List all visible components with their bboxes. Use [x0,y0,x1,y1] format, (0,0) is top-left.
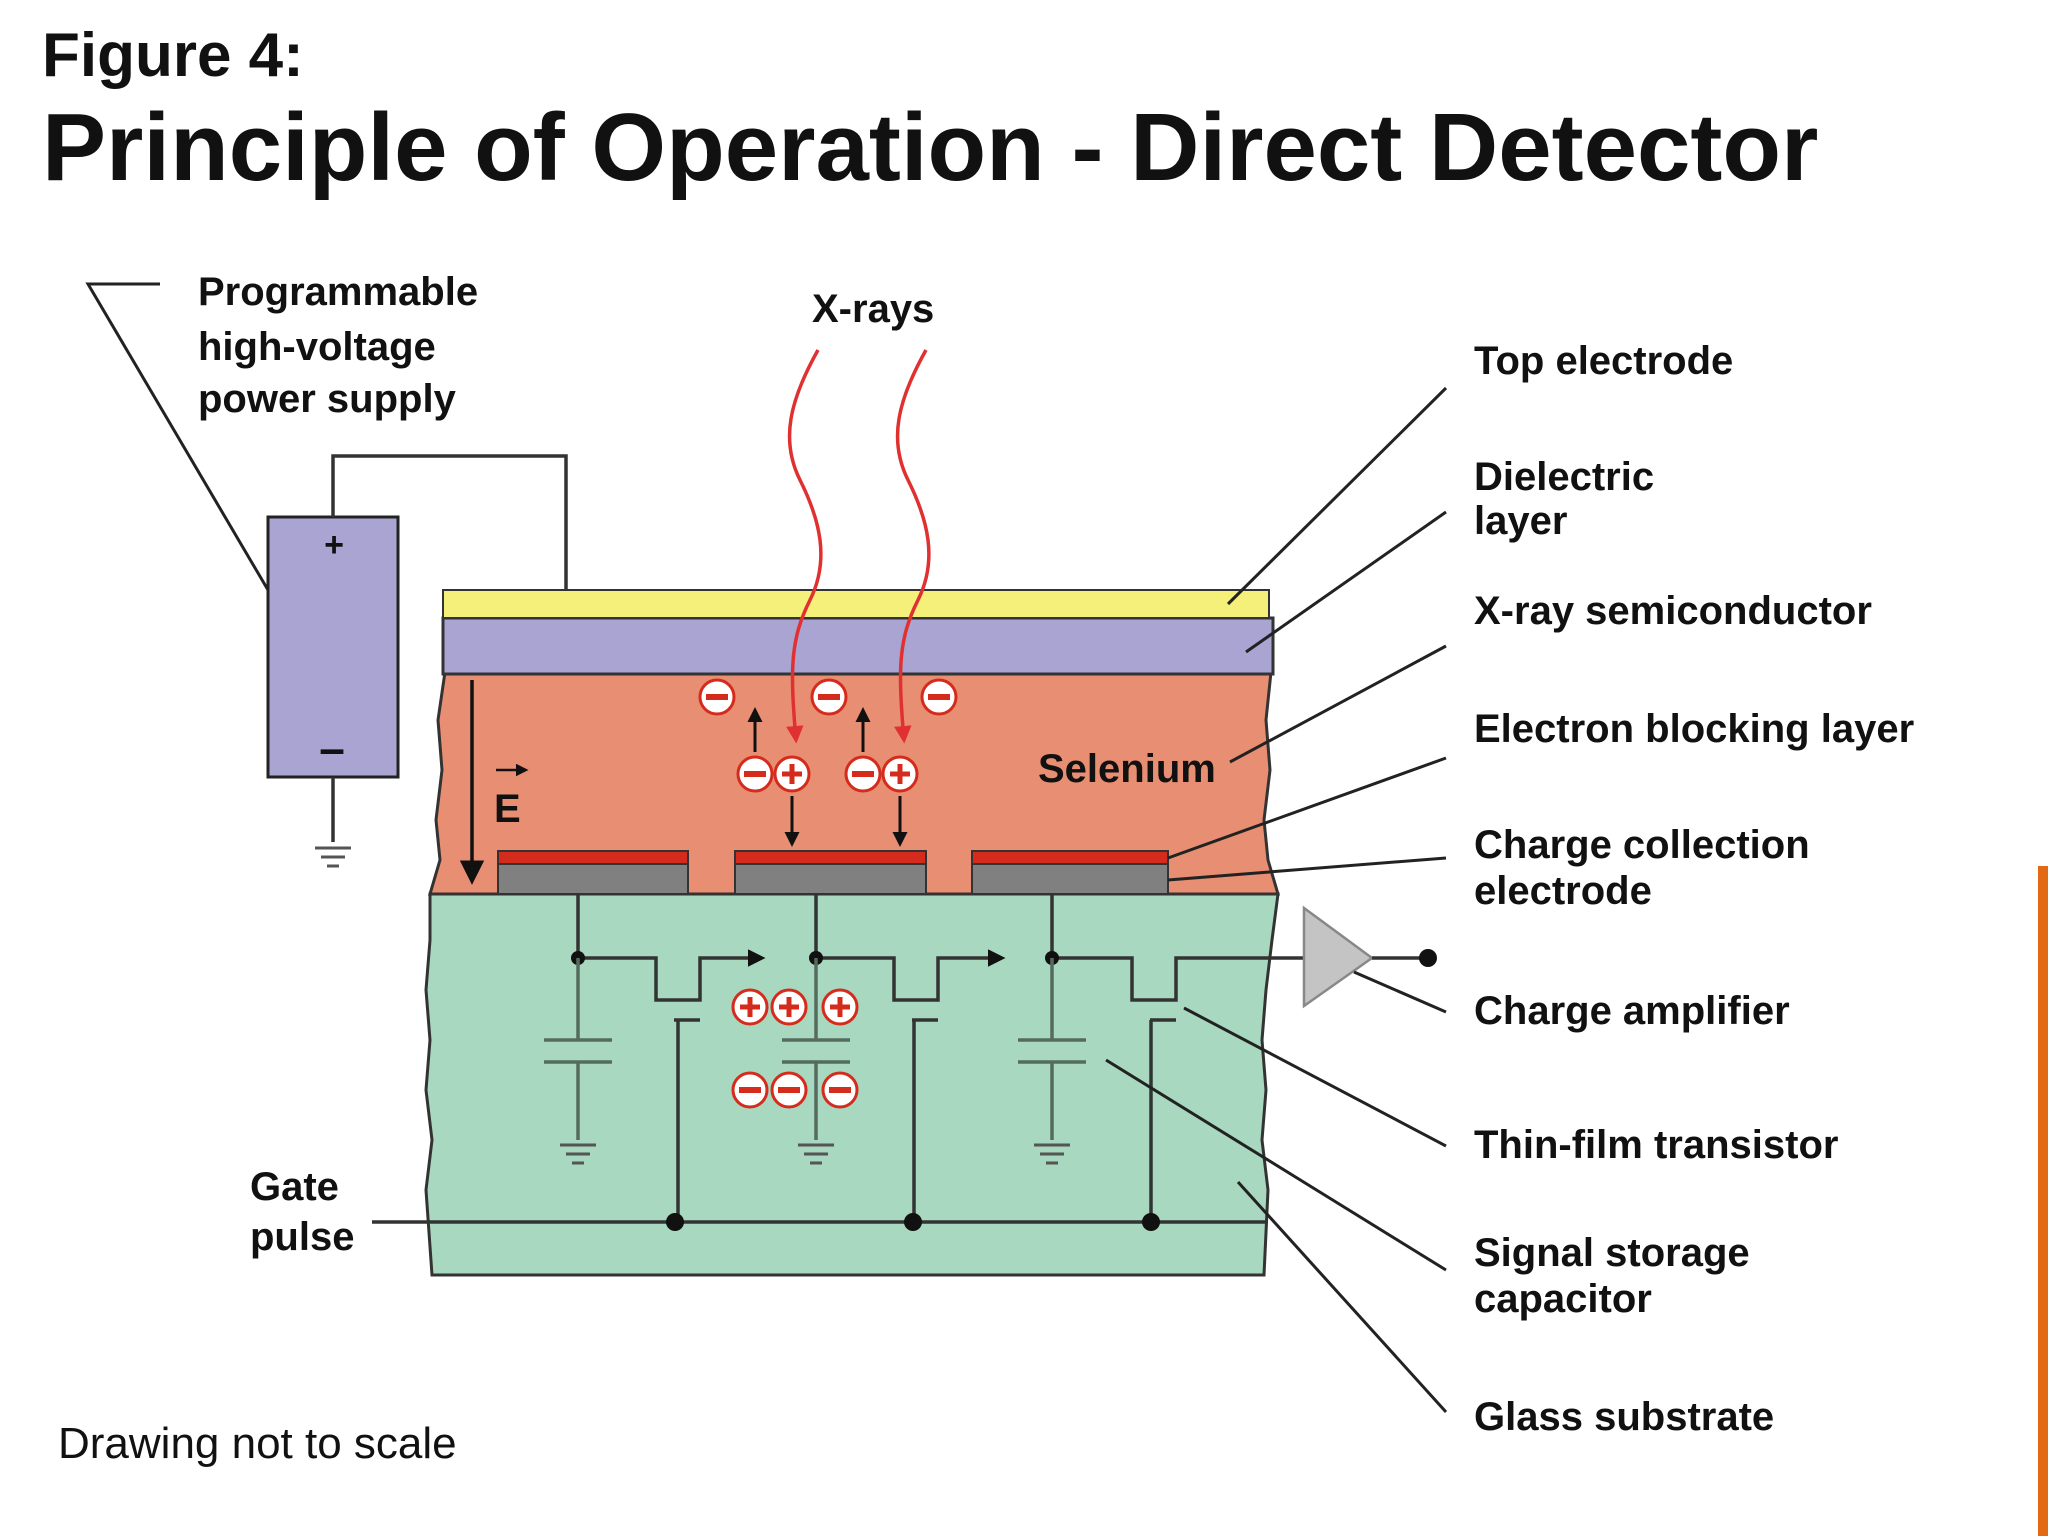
storage-capacitor-leader [1105,1058,1447,1272]
blocking-layer-leader [1167,756,1447,860]
top-electrode-leader [1226,386,1448,606]
pixel-circuit-2 [782,894,1006,1231]
battery-minus-sign: – [319,722,345,774]
battery-top-wire [331,454,568,590]
hole-charge [733,990,767,1024]
battery-plus-sign: + [324,526,344,564]
dielectric-layer [441,616,1275,676]
electron-charge [700,680,734,714]
top-electrode-label: Top electrode [1474,339,1733,383]
dielectric-label-line-1: Dielectric [1474,455,1654,499]
electrode-group-3 [971,850,1169,895]
top-electrode-layer [442,589,1270,619]
storage-capacitor-label-line-2: capacitor [1474,1277,1652,1321]
footnote: Drawing not to scale [58,1419,457,1468]
figure-title: Principle of Operation - Direct Detector [42,94,1818,201]
dielectric-leader [1245,510,1447,654]
glass-substrate-label: Glass substrate [1474,1395,1774,1439]
storage-capacitor-label-line-1: Signal storage [1474,1231,1750,1275]
electron-charge [738,757,772,791]
figure-number: Figure 4: [42,21,304,90]
electrode-group-1 [497,850,689,895]
hole-charge [772,990,806,1024]
semiconductor-label: X-ray semiconductor [1474,589,1872,633]
electron-charge [812,680,846,714]
charge-collection-electrode-1 [497,863,689,895]
charge-collection-electrode-2 [734,863,927,895]
electric-field-label: E [494,787,521,831]
electron-charge [823,1073,857,1107]
pixel-circuit-3 [1018,894,1304,1231]
blocking-layer-label: Electron blocking layer [1474,707,1914,751]
hole-charge [775,757,809,791]
amplifier-label: Charge amplifier [1474,989,1790,1033]
glass-substrate-leader [1236,1180,1448,1414]
dielectric-label-line-2: layer [1474,499,1567,543]
power-supply-label-line-2: high-voltage [198,325,436,369]
tft-leader [1183,1006,1447,1148]
electrode-group-2 [734,850,927,895]
pixel-circuit-1 [544,894,766,1231]
charge-collection-electrode-3 [971,863,1169,895]
xrays-label: X-rays [812,287,934,331]
semiconductor-leader [1229,644,1447,764]
collection-electrode-label-line-2: electrode [1474,869,1652,913]
power-supply-label-line-1: Programmable [198,270,478,314]
electron-blocking-layer-2 [734,850,927,865]
xray-wave-2 [894,349,931,744]
slide-edge-accent [2038,866,2048,1536]
hole-charge [823,990,857,1024]
electron-blocking-layer-1 [497,850,689,865]
power-supply-label-line-3: power supply [198,377,457,421]
gate-pulse-label-line-2: pulse [250,1215,354,1259]
collection-electrode-label-line-1: Charge collection [1474,823,1810,867]
electron-charge [846,757,880,791]
amplifier-output-node [1419,949,1437,967]
electron-charge [772,1073,806,1107]
power-supply-leader [85,282,270,591]
electron-charge [922,680,956,714]
xray-wave-1 [786,349,823,744]
electron-blocking-layer-3 [971,850,1169,865]
selenium-label: Selenium [1038,747,1216,791]
tft-label: Thin-film transistor [1474,1123,1838,1167]
charge-amplifier [1302,905,1375,1009]
collection-electrode-leader [1167,856,1447,882]
hole-charge [883,757,917,791]
amplifier-leader [1353,970,1447,1014]
ground-icon [313,846,353,868]
electron-charge [733,1073,767,1107]
gate-pulse-label-line-1: Gate [250,1165,339,1209]
